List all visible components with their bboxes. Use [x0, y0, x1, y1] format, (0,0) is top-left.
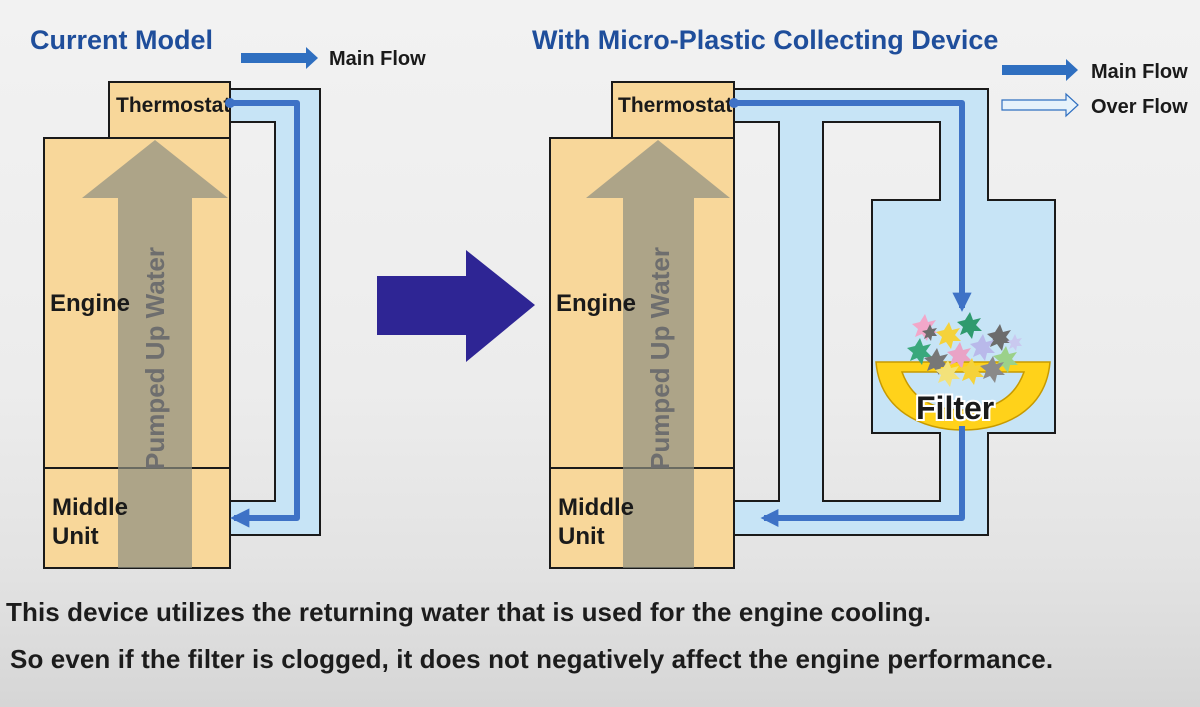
right-middle-label-line2: Unit	[558, 523, 605, 550]
left-flow-origin-dot	[225, 98, 235, 108]
transition-arrow-icon	[377, 250, 535, 362]
microplastic-particle-icon	[907, 338, 932, 365]
right-legend-over-flow: Over Flow	[1001, 92, 1188, 118]
left-main-flow-line	[230, 100, 300, 528]
pumped-water-arrow-icon	[586, 140, 730, 568]
right-thermostat-block	[611, 81, 735, 139]
left-engine-label: Engine	[50, 290, 130, 317]
right-legend-main-flow: Main Flow	[1002, 59, 1188, 83]
microplastic-particle-icon	[936, 322, 961, 349]
microplastic-particle-icon	[970, 334, 995, 361]
microplastic-particle-icon	[987, 324, 1012, 351]
microplastic-particle-icon	[935, 360, 960, 387]
microplastic-particle-icon	[912, 314, 937, 341]
right-return-flow-line	[760, 426, 965, 527]
right-panel: With Micro-Plastic Collecting Device Mai…	[532, 25, 1188, 569]
microplastic-particle-icon	[947, 342, 972, 369]
microplastic-particles	[907, 312, 1022, 387]
legend-main-flow-label: Main Flow	[329, 48, 426, 70]
microplastic-particle-icon	[922, 324, 937, 341]
legend-main-flow-label: Main Flow	[1091, 61, 1188, 83]
right-pipe-network	[733, 88, 1056, 536]
microplastic-particle-icon	[957, 312, 982, 339]
pumped-water-arrow-icon	[82, 140, 228, 568]
left-panel-title: Current Model	[30, 25, 213, 55]
left-legend-main-flow: Main Flow	[241, 47, 426, 70]
right-thermostat-label: Thermostat	[618, 94, 732, 117]
left-thermostat-block	[108, 81, 231, 139]
microplastic-particle-icon	[924, 348, 949, 375]
microplastic-particle-icon	[1007, 334, 1022, 351]
left-panel: Current Model Main Flow Thermostat Engin…	[30, 25, 426, 569]
microplastic-particle-icon	[959, 358, 984, 385]
main-flow-arrow-icon	[241, 47, 318, 69]
microplastic-particle-icon	[980, 356, 1005, 383]
caption-line-2: So even if the filter is clogged, it doe…	[10, 644, 1054, 674]
left-middle-label-line2: Unit	[52, 523, 99, 550]
main-flow-arrow-icon	[1002, 59, 1078, 81]
caption-line-1: This device utilizes the returning water…	[6, 597, 932, 627]
filter-label: Filter	[916, 390, 994, 426]
right-flow-origin-dot	[729, 98, 739, 108]
left-pipe-loop	[229, 88, 321, 536]
right-main-flow-line	[734, 100, 972, 312]
legend-over-flow-label: Over Flow	[1091, 96, 1188, 118]
right-middle-label-line1: Middle	[558, 494, 634, 521]
right-panel-title: With Micro-Plastic Collecting Device	[532, 25, 998, 55]
right-engine-label: Engine	[556, 290, 636, 317]
right-pumped-water-label: Pumped Up Water	[645, 247, 675, 470]
left-thermostat-label: Thermostat	[116, 94, 230, 117]
over-flow-arrow-icon	[1001, 92, 1079, 118]
left-pumped-water-label: Pumped Up Water	[140, 247, 170, 470]
left-middle-label-line1: Middle	[52, 494, 128, 521]
